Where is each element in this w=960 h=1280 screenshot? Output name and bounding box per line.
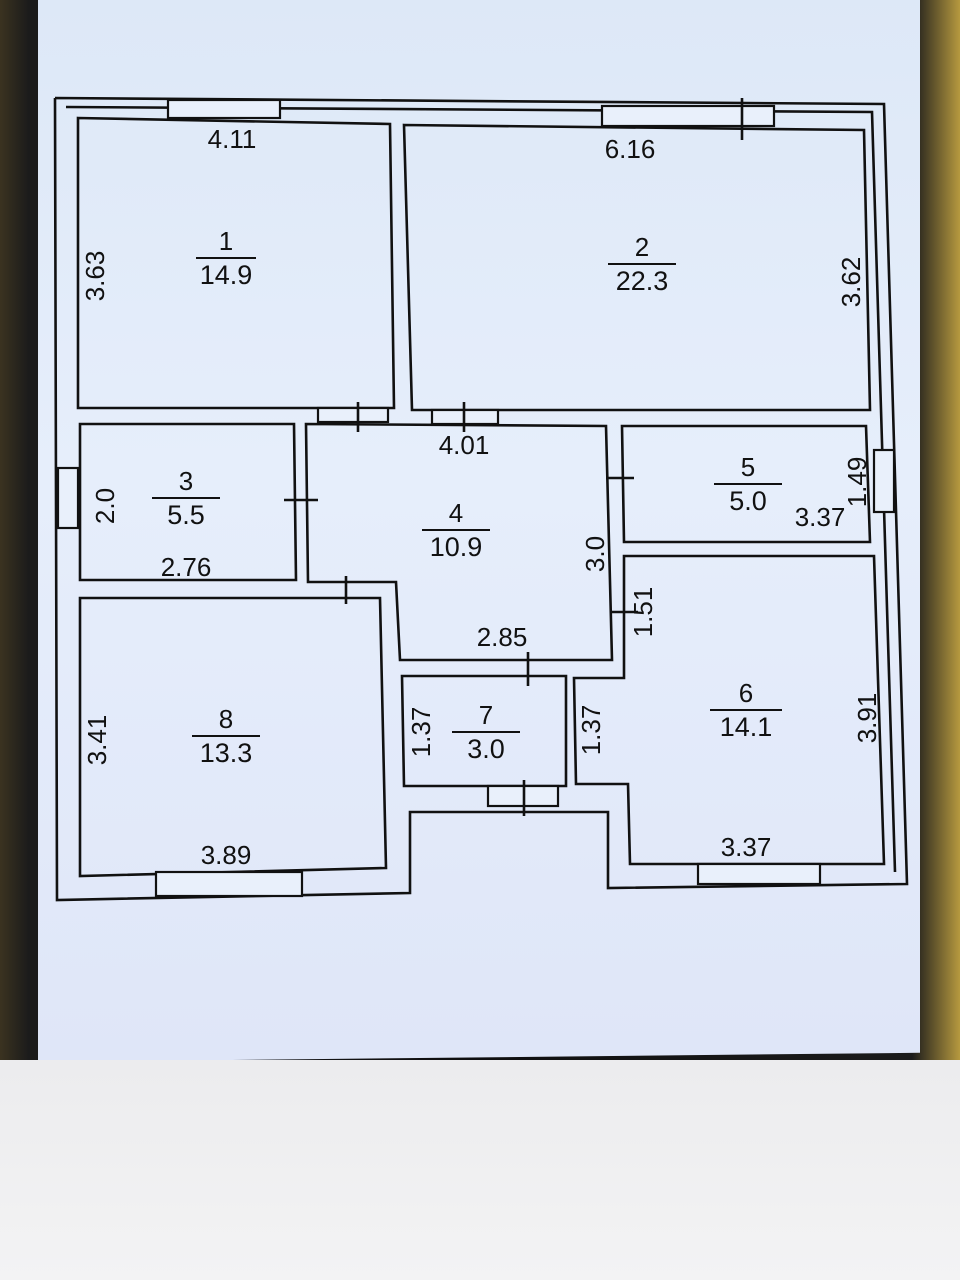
dimension-room-3-width: 2.76: [161, 552, 212, 582]
room-number: 2: [635, 232, 649, 262]
dimension-room-5-height: 1.49: [842, 457, 872, 508]
dimension-room-1-height: 3.63: [80, 251, 110, 302]
dimension-room-8-width: 3.89: [201, 840, 252, 870]
room-number: 7: [479, 700, 493, 730]
room-7-label: 7 3.0: [452, 700, 520, 764]
room-7-outline: [400, 674, 568, 788]
dimension-room-7-height: 1.37: [406, 707, 436, 758]
room-8-label: 8 13.3: [192, 704, 260, 768]
window-room-3: [56, 466, 80, 530]
room-5-label: 5 5.0: [714, 452, 782, 516]
room-number: 1: [219, 226, 233, 256]
room-area: 14.9: [200, 260, 253, 290]
window-room-8: [154, 870, 304, 898]
dimension-room-2-width: 6.16: [605, 134, 656, 164]
window-room-2: [600, 104, 776, 128]
room-3-label: 3 5.5: [152, 466, 220, 530]
dimension-room-1-width: 4.11: [208, 124, 257, 154]
dimension-room-5-width: 3.37: [795, 502, 846, 532]
dimension-room-4-height: 3.0: [580, 536, 610, 572]
room-number: 8: [219, 704, 233, 734]
window-room-1: [166, 98, 282, 120]
window-room-5: [872, 448, 896, 514]
room-number: 4: [449, 498, 463, 528]
room-6-outline: [572, 554, 886, 866]
room-area: 3.0: [467, 734, 505, 764]
dimension-room-6-top: 1.51: [628, 587, 658, 638]
room-area: 5.0: [729, 486, 767, 516]
room-5-outline: [620, 424, 872, 544]
dimension-room-2-height: 3.62: [836, 257, 866, 308]
room-4-label: 4 10.9: [422, 498, 490, 562]
outer-wall-inner: [65, 105, 897, 873]
room-area: 14.1: [720, 712, 773, 742]
dimension-room-4-bottom: 2.85: [477, 622, 528, 652]
room-number: 5: [741, 452, 755, 482]
dimension-room-8-height: 3.41: [82, 715, 112, 766]
room-area: 10.9: [430, 532, 483, 562]
room-area: 22.3: [616, 266, 669, 296]
room-number: 6: [739, 678, 753, 708]
room-3-outline: [78, 422, 298, 582]
room-1-label: 1 14.9: [196, 226, 256, 290]
room-2-outline: [402, 123, 872, 412]
dimension-room-6-width: 3.37: [721, 832, 772, 862]
room-1-outline: [76, 116, 396, 410]
room-8-outline: [78, 596, 388, 878]
room-area: 13.3: [200, 738, 253, 768]
dimension-room-6-height: 3.91: [852, 693, 882, 744]
room-area: 5.5: [167, 500, 205, 530]
room-2-label: 2 22.3: [608, 232, 676, 296]
dimension-room-4-width: 4.01: [439, 430, 490, 460]
room-6-label: 6 14.1: [710, 678, 782, 742]
desk-surface: [0, 1060, 960, 1280]
room-4-outline: [304, 422, 614, 662]
door-room-4-top: [316, 406, 390, 424]
dimension-room-6-left: 1.37: [576, 705, 606, 756]
outer-wall: [53, 96, 909, 902]
window-room-6: [696, 862, 822, 886]
dimension-room-3-height: 2.0: [90, 488, 120, 524]
room-number: 3: [179, 466, 193, 496]
